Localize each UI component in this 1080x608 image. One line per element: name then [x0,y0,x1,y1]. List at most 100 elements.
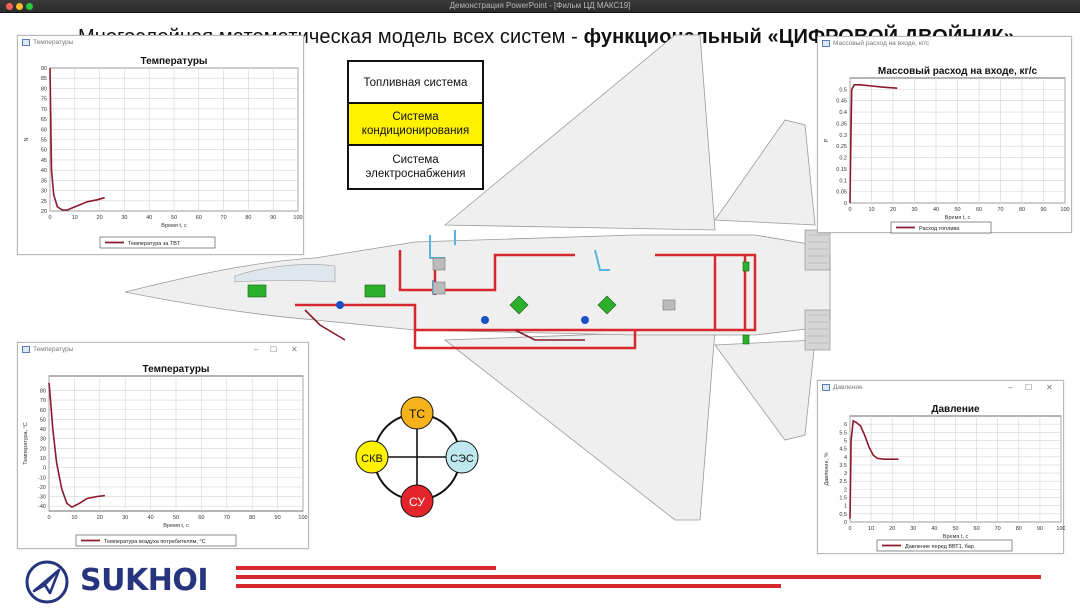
y-axis-label: P [824,138,830,142]
sukhoi-paper-plane-icon [25,560,69,604]
x-axis-label: Время t, с [163,523,189,529]
minimize-window-button[interactable] [16,3,23,10]
close-window-button[interactable] [6,3,13,10]
y-tick-label: 10 [40,456,46,462]
x-tick-label: 0 [47,515,50,521]
x-tick-label: 90 [270,215,276,221]
legend-label: Давление перед ВВТ1, бар [905,544,974,550]
node-ts[interactable] [400,396,434,430]
y-tick-label: 40 [41,168,47,174]
x-tick-label: 40 [933,207,939,213]
y-tick-label: 80 [40,388,46,394]
y-tick-label: -20 [38,485,46,491]
x-tick-label: 30 [121,215,127,221]
legend-box [75,534,237,547]
x-tick-label: 20 [97,215,103,221]
y-tick-label: 5.5 [839,430,847,436]
minimize-icon[interactable]: – [1008,383,1013,392]
maximize-icon[interactable]: ☐ [1025,383,1033,392]
x-tick-label: 90 [275,515,281,521]
y-tick-label: 75 [41,97,47,103]
y-tick-label: 6 [844,422,847,428]
close-icon[interactable]: ✕ [1046,383,1053,392]
node-ses[interactable] [445,440,479,474]
x-tick-label: 100 [1060,207,1069,213]
y-tick-label: 0.4 [839,110,847,116]
node-skv[interactable] [355,440,389,474]
x-tick-label: 40 [148,515,154,521]
stripe [236,566,496,570]
window-title: Демонстрация PowerPoint - [Фильм ЦД МАКС… [449,1,631,10]
legend-air-conditioning-system[interactable]: Система кондиционирования [349,102,482,146]
systems-legend: Топливная система Система кондиционирова… [347,60,484,190]
legend-box [99,236,216,249]
close-icon[interactable]: ✕ [291,345,298,354]
y-tick-label: 20 [40,446,46,452]
legend-box [876,539,1013,552]
node-skv-label: СКВ [361,453,383,465]
y-tick-label: -10 [38,475,46,481]
x-tick-label: 90 [1040,207,1046,213]
legend-fuel-system[interactable]: Топливная система [363,77,468,89]
maximize-icon[interactable]: ☐ [270,345,278,354]
minimize-icon[interactable]: – [254,345,259,354]
y-tick-label: 0.5 [839,512,847,518]
series-line [48,382,105,509]
x-tick-label: 80 [1019,207,1025,213]
chart-title: Температуры [143,364,210,375]
y-tick-label: 85 [41,76,47,82]
y-tick-label: 60 [41,127,47,133]
y-tick-label: 3.5 [839,463,847,469]
y-tick-label: 5 [844,438,847,444]
systems-circle-diagram: ТС СКВ СЭС СУ [355,396,479,518]
y-tick-label: 30 [41,189,47,195]
maximize-window-button[interactable] [26,3,33,10]
x-tick-label: 20 [889,526,895,532]
x-tick-label: 50 [173,515,179,521]
x-tick-label: 40 [146,215,152,221]
brand-name: SUKHOI [80,563,209,598]
y-tick-label: 30 [40,437,46,443]
y-tick-label: 80 [41,86,47,92]
legend-power-supply-system[interactable]: Система электроснабжения [365,154,466,180]
plot-window-top-right[interactable]: Массовый расход на входе, кг/с Массовый … [817,36,1072,234]
x-tick-label: 10 [868,526,874,532]
x-axis-label: Время t, с [161,223,187,229]
y-axis-label: Температура, °С [23,422,29,465]
plot-window-bottom-left[interactable]: Температуры – ☐ ✕ Температуры 0 10 20 30 40 50… [17,342,309,549]
y-tick-label: 0 [844,201,847,207]
window-titlebar: Демонстрация PowerPoint - [Фильм ЦД МАКС… [0,0,1080,13]
y-tick-label: 4.5 [839,447,847,453]
x-tick-label: 10 [72,215,78,221]
x-tick-label: 100 [298,515,307,521]
x-tick-label: 50 [952,526,958,532]
stripe [236,584,781,588]
plot-window-title: Температуры [33,346,74,353]
chart-title: Температуры [141,56,208,67]
y-tick-label: 2.5 [839,479,847,485]
plot-window-icon [822,384,830,391]
node-ses-label: СЭС [450,453,474,465]
y-tick-label: 4 [844,455,847,461]
x-tick-label: 30 [122,515,128,521]
node-su[interactable] [400,484,434,518]
y-tick-label: 70 [41,107,47,113]
x-tick-label: 0 [848,526,851,532]
x-tick-label: 80 [1016,526,1022,532]
stripe [236,575,1041,579]
x-axis-label: Время t, с [943,534,969,540]
x-tick-label: 100 [1056,526,1065,532]
y-tick-label: -30 [38,495,46,501]
y-tick-label: 0.1 [839,178,847,184]
y-tick-label: 40 [40,427,46,433]
y-tick-label: -40 [38,504,46,510]
x-tick-label: 20 [97,515,103,521]
node-ts-label: ТС [409,407,425,421]
y-tick-label: 0 [43,466,46,472]
y-tick-label: 3 [844,471,847,477]
x-tick-label: 80 [245,215,251,221]
y-tick-label: 55 [41,138,47,144]
